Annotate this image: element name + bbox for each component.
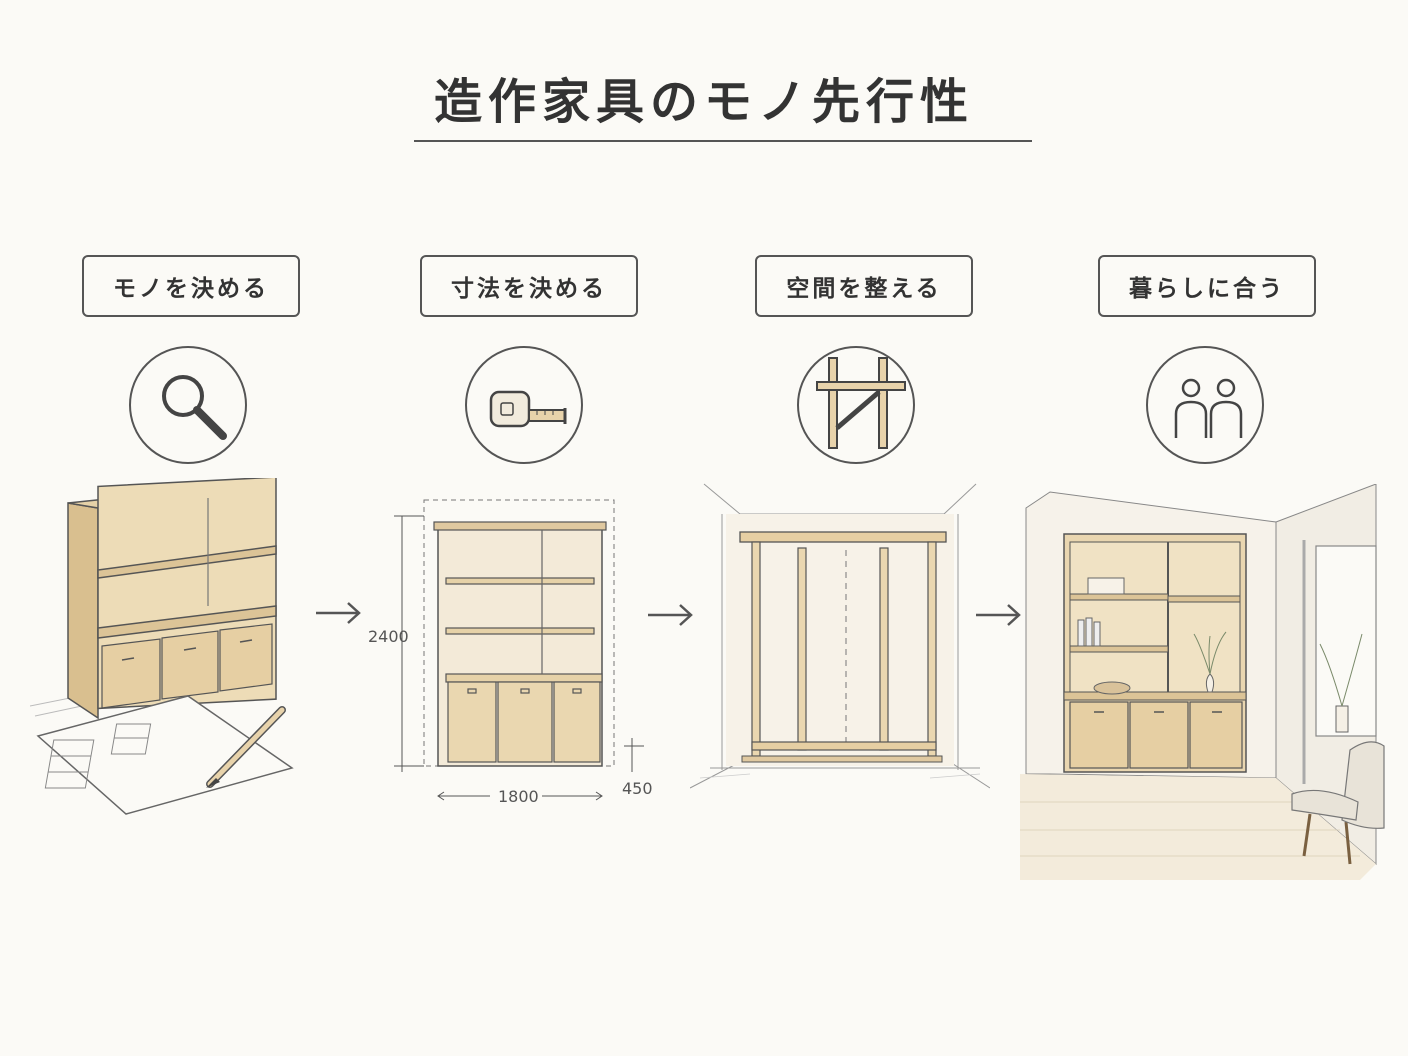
frame-construction-sketch	[690, 483, 990, 789]
page-title: 造作家具のモノ先行性	[433, 74, 974, 130]
depth-dimension: 450	[622, 779, 653, 798]
title-underline	[414, 140, 1032, 142]
step-1-label: モノを決める	[82, 255, 300, 317]
step-4-label: 暮らしに合う	[1098, 255, 1316, 317]
room-interior-sketch	[1020, 484, 1385, 880]
tape-measure-icon	[465, 346, 583, 464]
width-dimension: 1800	[498, 787, 539, 806]
step-3-label: 空間を整える	[755, 255, 973, 317]
people-icon	[1146, 346, 1264, 464]
magnifier-icon	[129, 346, 247, 464]
wood-frame-icon	[797, 346, 915, 464]
dimension-drawing: 2400 1800 450	[368, 499, 653, 806]
height-dimension: 2400	[368, 627, 409, 646]
arrow-right-icon	[976, 604, 1021, 626]
step-2-label: 寸法を決める	[420, 255, 638, 317]
arrow-right-icon	[648, 604, 693, 626]
arrow-right-icon	[316, 602, 361, 624]
bookshelf-sketch	[30, 478, 294, 815]
